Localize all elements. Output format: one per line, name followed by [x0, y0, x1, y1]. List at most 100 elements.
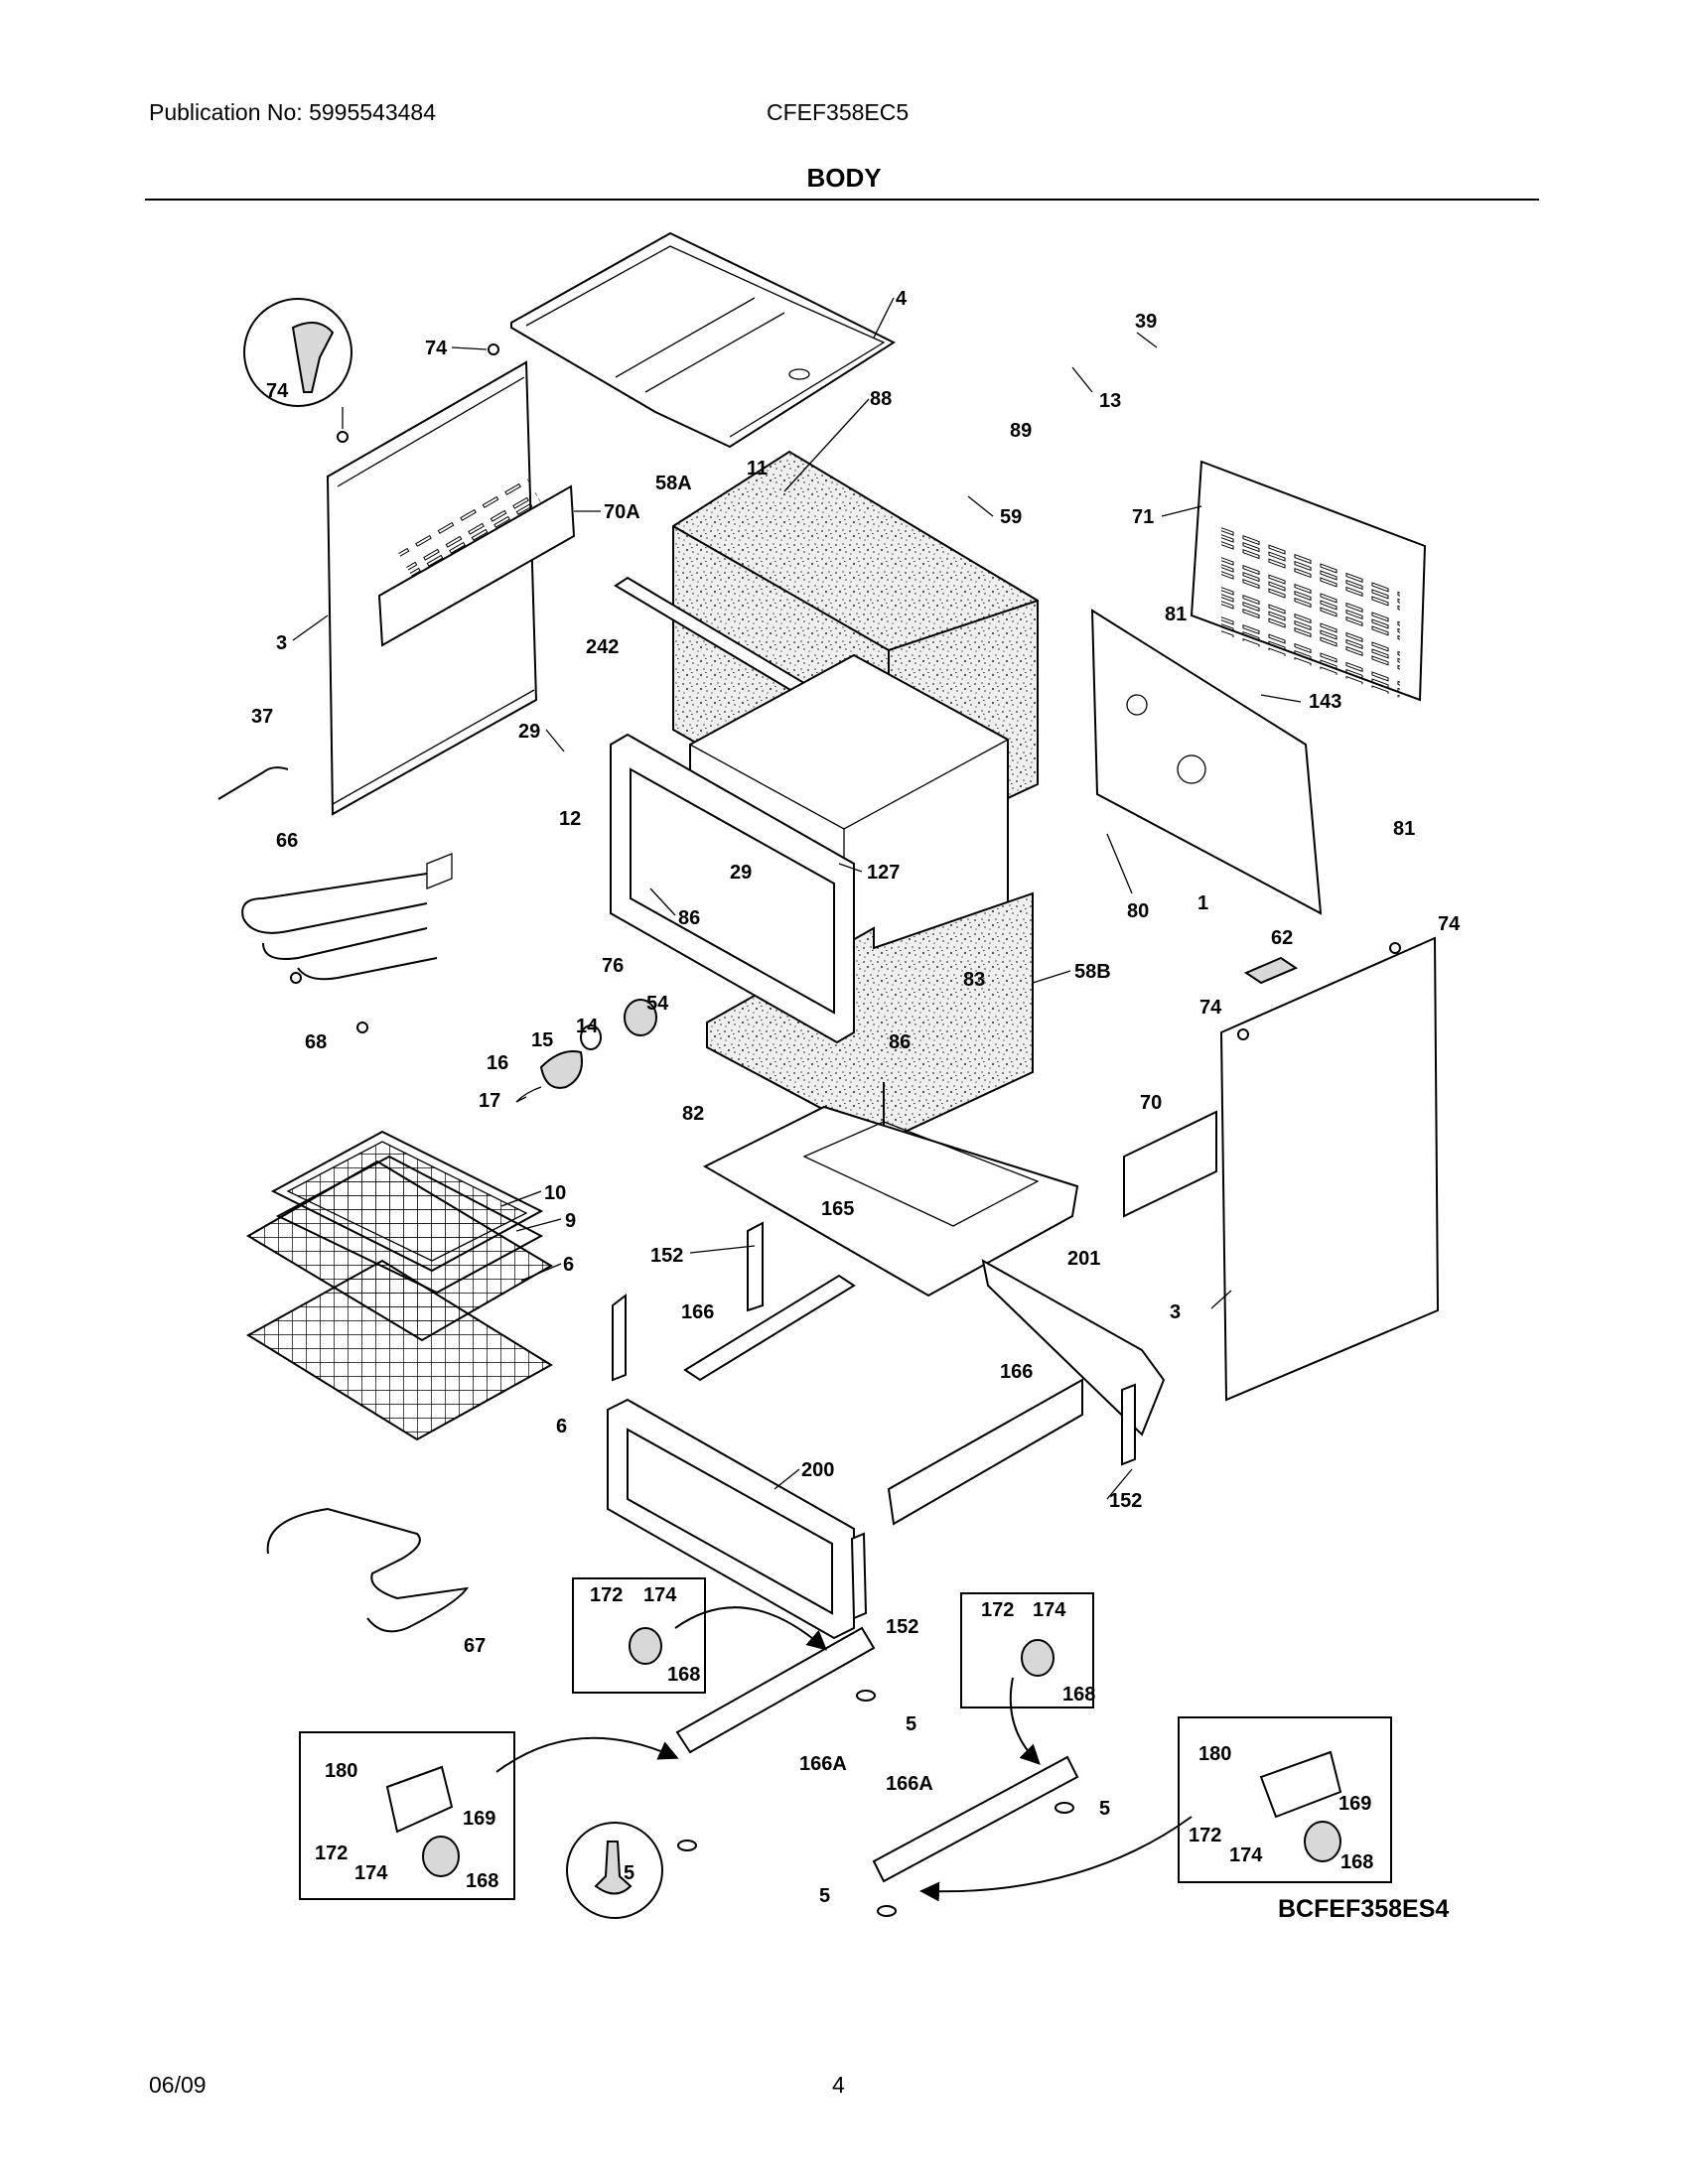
- callout-label: 10: [544, 1182, 566, 1204]
- callout-label: 68: [305, 1031, 327, 1053]
- callout-label: 86: [889, 1031, 911, 1053]
- callout-label: 200: [801, 1459, 834, 1481]
- callout-label: 6: [556, 1416, 567, 1437]
- screw-74-detail-icon: [243, 298, 352, 407]
- callout-label: 152: [650, 1245, 683, 1267]
- power-cord-37: [217, 766, 289, 800]
- callout-label: 71: [1132, 506, 1154, 528]
- callout-label: 174: [643, 1584, 677, 1606]
- broil-element-67: [266, 1507, 470, 1633]
- pointer-arrow: [919, 1816, 1193, 1902]
- callout-label: 5: [624, 1862, 634, 1884]
- section-title: BODY: [806, 163, 882, 193]
- leveling-leg-icon: [856, 1690, 876, 1702]
- diagram-code: BCFEF358ES4: [1278, 1895, 1449, 1923]
- leveling-leg-detail-icon: [566, 1822, 663, 1919]
- callout-label: 74: [1438, 913, 1461, 935]
- panel-70: [1123, 1110, 1217, 1218]
- leader-lines: [292, 297, 1302, 1500]
- leveling-leg-icon: [677, 1840, 697, 1851]
- screw-74-icon: [337, 431, 349, 443]
- inset-box-3: [299, 1731, 515, 1900]
- pointer-arrow: [674, 1606, 828, 1651]
- callout-label: 67: [464, 1635, 486, 1657]
- right-side-panel: [1219, 936, 1440, 1402]
- screw-68-icon: [356, 1022, 368, 1033]
- pointer-arrow: [495, 1736, 679, 1773]
- callout-label: 54: [646, 993, 669, 1015]
- callout-label: 3: [1170, 1301, 1181, 1323]
- inset-box-1: [572, 1577, 706, 1694]
- callout-label: 168: [1062, 1684, 1095, 1706]
- door-frame-76: [610, 733, 855, 1044]
- callout-label: 174: [354, 1862, 388, 1884]
- rear-cover-1: [1090, 609, 1323, 915]
- callout-label: 83: [963, 969, 985, 991]
- callout-label: 180: [1198, 1743, 1231, 1765]
- leveler-rail-166a: [675, 1626, 876, 1754]
- callout-label: 166A: [799, 1753, 847, 1775]
- pointer-arrow: [1009, 1677, 1041, 1765]
- callout-label: 201: [1067, 1248, 1100, 1270]
- callout-label: 172: [590, 1584, 623, 1606]
- callout-label: 89: [1010, 420, 1032, 442]
- callout-label: 5: [1099, 1798, 1110, 1820]
- callout-label: 17: [479, 1090, 500, 1112]
- callout-label: 29: [518, 721, 540, 743]
- callout-label: 58A: [655, 473, 692, 494]
- callout-label: 172: [1189, 1825, 1221, 1846]
- callout-label: 172: [315, 1843, 348, 1864]
- screw-74-icon: [1389, 942, 1401, 954]
- callout-label: 168: [466, 1870, 498, 1892]
- callout-label: 152: [1109, 1490, 1142, 1512]
- callout-label: 81: [1393, 818, 1415, 840]
- callout-label: 3: [276, 632, 287, 654]
- bottom-tray: [702, 1105, 1079, 1297]
- callout-label: 14: [576, 1016, 599, 1037]
- callout-label: 166: [681, 1301, 714, 1323]
- callout-label: 76: [602, 955, 624, 977]
- screw-74-icon: [488, 343, 499, 355]
- screw-68-icon: [290, 972, 302, 984]
- callout-label: 11: [747, 458, 768, 479]
- top-panel: [510, 231, 897, 449]
- callout-label: 166: [1000, 1361, 1033, 1383]
- callout-label: 62: [1271, 927, 1293, 949]
- footer-date: 06/09: [149, 2072, 207, 2098]
- callout-label: 1: [1197, 892, 1208, 914]
- callout-label: 39: [1135, 311, 1157, 333]
- callout-label: 5: [906, 1713, 916, 1735]
- callout-label: 6: [563, 1254, 574, 1276]
- footer-page-number: 4: [832, 2072, 845, 2098]
- leveling-leg-icon: [1055, 1802, 1074, 1814]
- callout-label: 86: [678, 907, 700, 929]
- back-panel-71: [1190, 460, 1427, 702]
- screw-74-icon: [1237, 1028, 1249, 1040]
- callout-label: 172: [981, 1599, 1014, 1621]
- callout-label: 174: [1033, 1599, 1066, 1621]
- publication-number: Publication No: 5995543484: [149, 99, 437, 125]
- callout-label: 15: [531, 1029, 553, 1051]
- callout-label: 70: [1140, 1092, 1162, 1114]
- bake-element-66: [241, 873, 438, 981]
- callout-label: 88: [870, 388, 892, 410]
- callout-label: 169: [463, 1808, 495, 1830]
- kick-panel-200: [607, 1398, 855, 1640]
- callout-label: 59: [1000, 506, 1022, 528]
- callout-label: 152: [886, 1616, 918, 1638]
- callout-label: 66: [276, 830, 298, 852]
- callout-label: 4: [896, 288, 908, 310]
- callout-label: 143: [1309, 691, 1341, 713]
- leveler-rail-166a: [872, 1755, 1079, 1883]
- callout-label: 82: [682, 1103, 704, 1125]
- callout-label: 242: [586, 636, 619, 658]
- frame-rails: [612, 1221, 1166, 1526]
- callout-label: 16: [487, 1052, 508, 1074]
- callout-label: 12: [559, 808, 581, 830]
- callout-label: 169: [1338, 1793, 1371, 1815]
- leveling-leg-icon: [877, 1905, 897, 1917]
- callout-label: 166A: [886, 1773, 933, 1795]
- model-number: CFEF358EC5: [767, 99, 910, 125]
- callout-label: 13: [1099, 390, 1121, 412]
